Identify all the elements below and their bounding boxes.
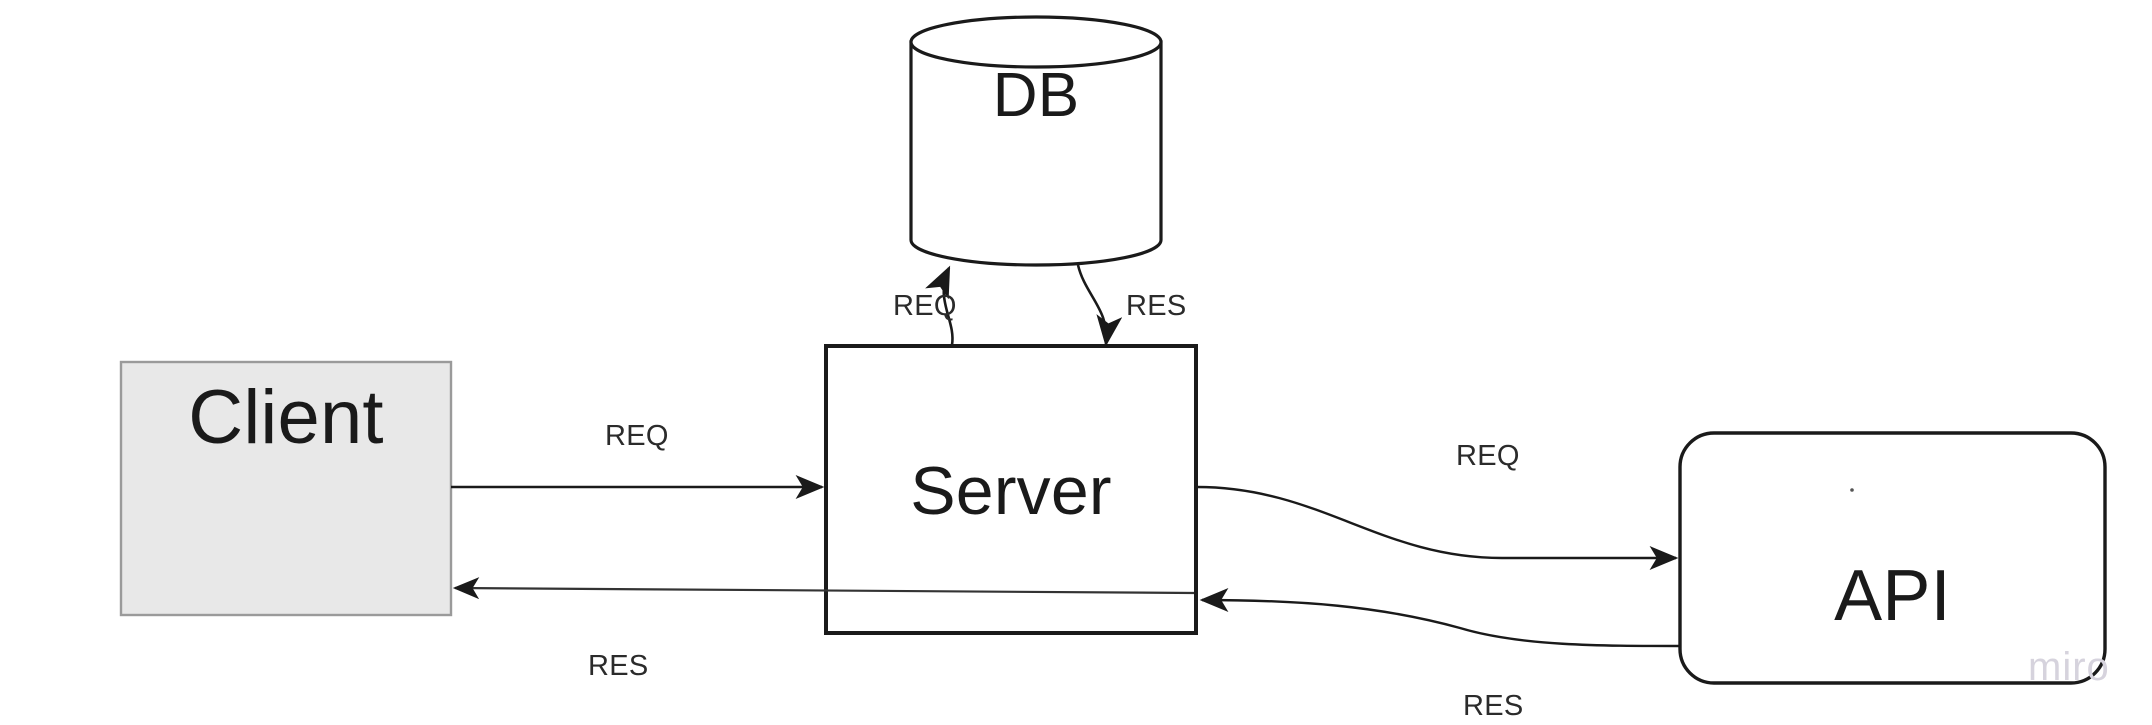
edge-label-server-api-req: REQ [1456, 440, 1520, 472]
node-db-label: DB [992, 61, 1080, 130]
node-client-shape[interactable] [119, 360, 453, 617]
edge-label-api-server-res: RES [1463, 690, 1524, 722]
edge-db-server-res-line[interactable] [1076, 264, 1123, 347]
node-api-label: API [1834, 556, 1951, 636]
edge-label-client-server-req: REQ [605, 420, 669, 452]
edge-server-api-req-line[interactable] [1196, 485, 1679, 570]
edge-server-client-res-line[interactable] [452, 577, 1195, 600]
node-api-shape[interactable] [1678, 431, 2107, 685]
node-db-shape[interactable] [909, 15, 1163, 267]
node-server-shape[interactable] [824, 344, 1198, 635]
edge-label-server-db-req: REQ [893, 290, 957, 322]
node-server-label: Server [910, 453, 1112, 529]
edge-api-server-res-line[interactable] [1199, 588, 1681, 648]
node-client-label: Client [188, 375, 384, 460]
api-speck-dot [1850, 488, 1854, 492]
edge-label-server-client-res: RES [588, 650, 649, 682]
edge-label-db-server-res: RES [1126, 290, 1187, 322]
miro-watermark: miro [2028, 645, 2110, 689]
edge-server-db-req-line[interactable] [925, 265, 954, 346]
